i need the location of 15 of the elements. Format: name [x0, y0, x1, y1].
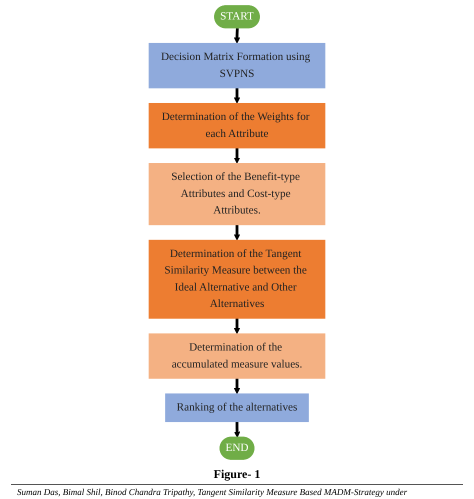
- arrow: [234, 148, 240, 164]
- node-box: Determination of the Weights for each Attribute: [148, 102, 326, 148]
- figure-caption: Figure- 1: [214, 467, 260, 482]
- node-box: Ranking of the alternatives: [165, 393, 309, 422]
- arrow: [234, 88, 240, 104]
- citation-footer: Suman Das, Bimal Shil, Binod Chandra Tripathy, Tangent Similarity Measure Based MADM-Strategy under: [11, 484, 463, 499]
- node-box: Determination of the Tangent Similarity Measure between the Ideal Alternative and Other Alternatives: [148, 240, 326, 319]
- node-box: Decision Matrix Formation using SVPNS: [148, 42, 326, 88]
- arrow: [234, 378, 240, 394]
- node-box: Selection of the Benefit-type Attributes and Cost-type Attributes.: [148, 163, 326, 226]
- arrow: [234, 28, 240, 44]
- arrow: [234, 422, 240, 438]
- arrow: [234, 318, 240, 334]
- node-box: Determination of the accumulated measure values.: [148, 333, 326, 379]
- arrow: [234, 224, 240, 240]
